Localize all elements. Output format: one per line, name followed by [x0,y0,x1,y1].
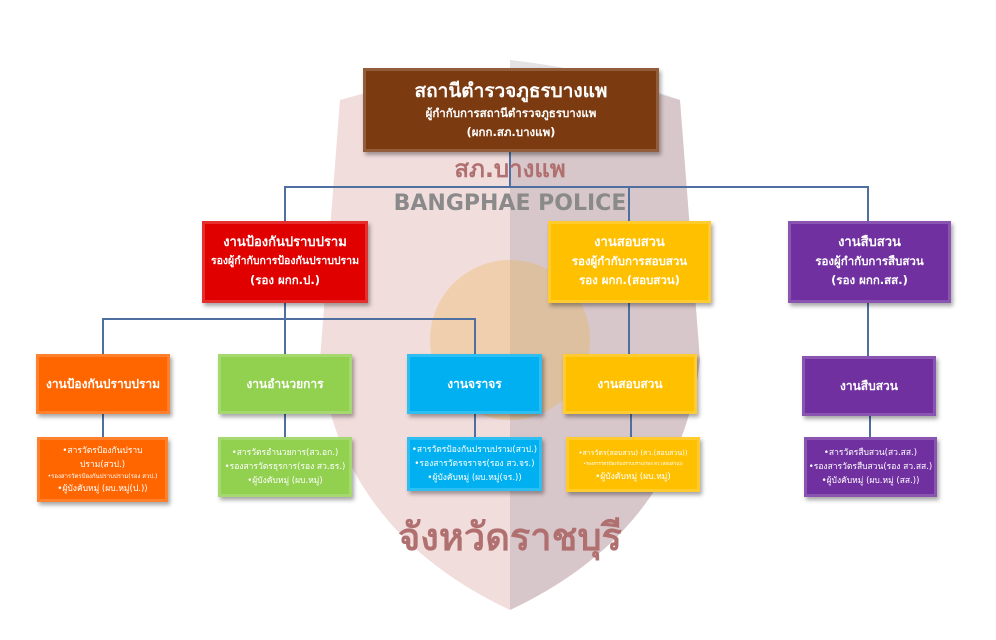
connector [102,318,476,320]
watermark-bangphae-police: BANGPHAE POLICE [393,191,627,216]
staff-line: •สารวัตร(สอบสวน) (สว.(สอบสวน)) [578,448,688,457]
box-line: รองผู้กำกับการสืบสวน [815,254,924,268]
watermark-station-name: สภ.บางแพ [454,155,566,183]
unit-detective-box: งานสืบสวน [802,356,936,416]
station-chief-box: สถานีตำรวจภูธรบางแพ ผู้กำกับการสถานีตำรว… [363,68,659,152]
unit-investigation-box: งานสอบสวน [563,354,697,414]
connector [869,416,871,437]
investigation-deputy-box: งานสอบสวน รองผู้กำกับการสอบสวน รอง ผกก.(… [548,221,711,303]
connector [284,303,286,319]
connector [284,186,869,188]
staff-line: •ผู้บังคับหมู่ (ผบ.หมู่) [595,471,671,482]
connector [284,186,286,222]
connector [474,318,476,354]
detective-staff-box: •สารวัตรสืบสวน(สว.สส.) •รองสารวัตรสืบสวน… [804,437,937,497]
staff-line: •ผู้บังคับหมู่ (ผบ.หมู่(จร.)) [427,473,522,483]
box-title: งานอำนวยการ [246,377,324,391]
detective-deputy-box: งานสืบสวน รองผู้กำกับการสืบสวน (รอง ผกก.… [788,221,951,303]
unit-admin-box: งานอำนวยการ [218,354,352,414]
traffic-staff-box: •สารวัตรป้องกันปราบปราม(สวป.) •รองสารวัต… [407,437,542,491]
chief-position: ผู้กำกับการสถานีตำรวจภูธรบางแพ [425,106,597,120]
staff-line: •รองสารวัตรธุรการ(รอง สว.ธร.) [224,462,346,472]
box-line: รองผู้กำกับการป้องกันปราบปราม [210,255,359,267]
connector [284,414,286,437]
box-title: งานจราจร [447,377,502,391]
unit-traffic-box: งานจราจร [407,354,542,414]
connector [102,318,104,354]
watermark-province: จังหวัดราชบุรี [398,515,622,559]
connector [102,414,104,437]
box-title: งานสอบสวน [594,235,665,250]
box-line: รอง ผกก.(สอบสวน) [579,273,680,287]
staff-line: •ผู้บังคับหมู่ (ผบ.หมู่) [247,476,323,486]
connector [284,318,286,354]
staff-line: •สารวัตรป้องกันปราบปราม(สวป.) [62,445,143,470]
prevention-staff-box: •สารวัตรป้องกันปราบปราม(สวป.) •รองสารวัต… [37,437,168,502]
staff-line: •รองสารวัตรป้องกันปราบปราม(รอง สวป.) [47,472,158,480]
box-title: งานสืบสวน [839,379,898,393]
staff-line: •ผู้บังคับหมู่ (ผบ.หมู่ (สส.)) [821,476,920,486]
connector [867,186,869,222]
staff-line: •รองสารวัตรจราจร(รอง สว.จร.) [414,459,535,469]
box-title: งานสอบสวน [597,377,663,391]
connector [628,186,630,222]
box-title: งานป้องกันปราบปราม [223,235,347,250]
connector [630,414,632,437]
connector [509,152,511,187]
box-title: งานสืบสวน [838,235,901,250]
staff-line: •สารวัตรสืบสวน(สว.สส.) [823,448,918,458]
staff-line: •สารวัตรอำนวยการ(สว.อก.) [231,448,339,458]
connector [867,303,869,356]
investigation-staff-box: •สารวัตร(สอบสวน) (สว.(สอบสวน)) •รองสารวั… [566,437,700,492]
admin-staff-box: •สารวัตรอำนวยการ(สว.อก.) •รองสารวัตรธุรก… [218,437,352,497]
staff-line: •ผู้บังคับหมู่ (ผบ.หมู่(ป.)) [57,483,148,494]
box-line: (รอง ผกก.ป.) [250,273,320,287]
staff-line: •รองสารวัตรป้องกันปราบปราม(รอง สว.(สอบสว… [583,461,683,467]
box-line: รองผู้กำกับการสอบสวน [571,254,688,268]
connector [474,414,476,437]
box-line: (รอง ผกก.สส.) [831,273,908,287]
box-title: งานป้องกันปราบปราม [45,377,161,391]
staff-line: •สารวัตรป้องกันปราบปราม(สวป.) [411,445,538,455]
station-title: สถานีตำรวจภูธรบางแพ [414,80,608,102]
unit-prevention-box: งานป้องกันปราบปราม [36,354,170,414]
connector [628,303,630,354]
prevention-deputy-box: งานป้องกันปราบปราม รองผู้กำกับการป้องกัน… [202,221,368,303]
staff-line: •รองสารวัตรสืบสวน(รอง สว.สส.) [808,462,933,472]
chief-abbrev: (ผกก.สภ.บางแพ) [466,125,556,139]
